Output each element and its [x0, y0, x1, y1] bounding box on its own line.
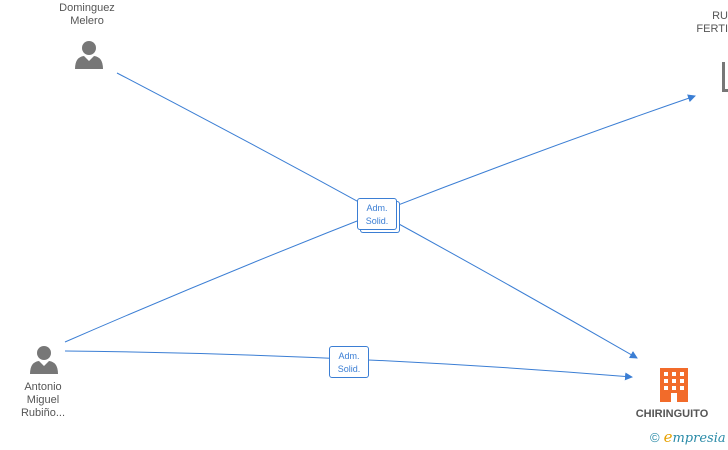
building-icon[interactable] [722, 62, 728, 92]
building-icon[interactable] [660, 368, 688, 402]
node-label-antonio: Antonio Miguel Rubiño... [20, 381, 66, 419]
copyright-icon: © [650, 430, 660, 445]
edge-label-adm-solid[interactable]: Adm. Solid. [357, 198, 397, 230]
empresia-logo: ©empresia [650, 428, 726, 446]
node-label-chiringuito: CHIRINGUITO [635, 408, 709, 420]
person-icon[interactable] [75, 41, 103, 69]
node-label-ru-ferti: RU FERTI [696, 10, 728, 35]
node-label-dominguez: Dominguez Melero [59, 2, 115, 27]
edge-label-adm-solid[interactable]: Adm. Solid. [329, 346, 369, 378]
person-icon[interactable] [30, 346, 58, 374]
